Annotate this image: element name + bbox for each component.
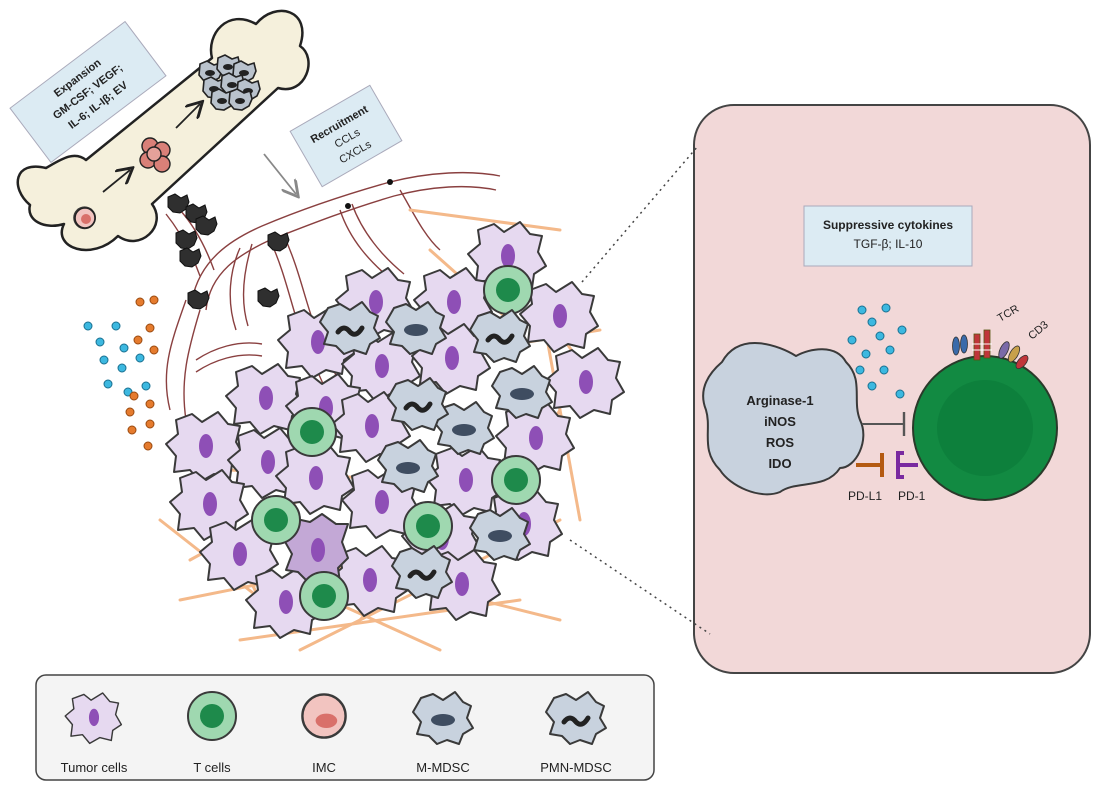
legend: Tumor cells T cells IMC M-MDSC PMN-MDSC	[35, 674, 655, 781]
cytokines-line1: TGF-β; IL-10	[854, 237, 923, 251]
pdl1-ligand	[856, 453, 884, 477]
factor-inos: iNOS	[764, 414, 796, 429]
mdsc-cell: Arginase-1 iNOS ROS IDO	[702, 342, 865, 496]
cytokines-box: Suppressive cytokines TGF-β; IL-10	[803, 205, 973, 267]
vessel-mdsc-cells	[167, 179, 393, 310]
expansion-arrow-1	[102, 170, 130, 193]
inhibition-arrow	[862, 412, 906, 436]
bone-imc-cluster	[139, 137, 171, 173]
t-cell-large	[912, 355, 1058, 501]
pd1-label: PD-1	[898, 489, 926, 503]
coreceptor	[952, 334, 968, 356]
legend-label-imc: IMC	[312, 760, 336, 775]
legend-label-pmn-mdsc: PMN-MDSC	[540, 760, 612, 775]
factor-arginase: Arginase-1	[746, 393, 813, 408]
cytokine-dots-right	[847, 303, 907, 399]
bone-imc-cell	[74, 207, 96, 229]
pd1-receptor	[896, 451, 918, 479]
factor-ido: IDO	[768, 456, 791, 471]
legend-label-tumor: Tumor cells	[61, 760, 128, 775]
tcr-receptor	[972, 329, 992, 361]
expansion-arrow-2	[175, 104, 200, 129]
factor-ros: ROS	[766, 435, 795, 450]
cd3-receptor	[998, 341, 1029, 370]
legend-t-cell-icon	[187, 691, 237, 741]
cytokine-dots-left	[83, 295, 159, 451]
legend-label-tcell: T cells	[193, 760, 231, 775]
recruitment-arrow	[263, 153, 296, 194]
zoom-line-bottom	[569, 539, 711, 635]
cytokines-title: Suppressive cytokines	[823, 218, 953, 232]
legend-imc-icon	[301, 693, 347, 739]
recruitment-box: Recruitment CCLs CXCLs	[289, 84, 403, 188]
zoom-panel	[693, 104, 1091, 674]
tumor-mass	[165, 221, 625, 639]
zoom-line-top	[581, 145, 699, 283]
legend-label-m-mdsc: M-MDSC	[416, 760, 469, 775]
pdl1-label: PD-L1	[848, 489, 882, 503]
